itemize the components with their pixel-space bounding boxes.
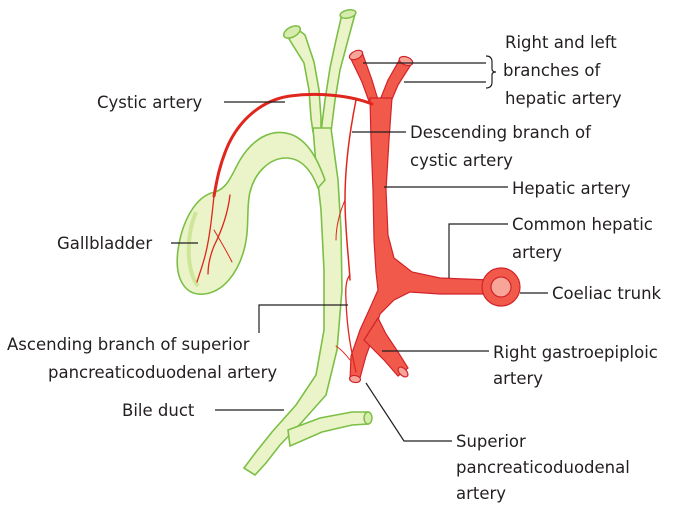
label-ascending-branch-line2: pancreaticoduodenal artery bbox=[48, 363, 277, 382]
biliary-system bbox=[177, 8, 372, 475]
coeliac-trunk-lumen bbox=[491, 277, 511, 297]
label-coeliac-trunk: Coeliac trunk bbox=[552, 284, 662, 303]
label-right-left-branches-line3: hepatic artery bbox=[505, 89, 622, 108]
label-hepatic-artery: Hepatic artery bbox=[512, 179, 631, 198]
label-descending-branch-line2: cystic artery bbox=[410, 151, 513, 170]
label-right-left-branches-line1: Right and left bbox=[505, 33, 617, 52]
label-superior-pd-line2: pancreaticoduodenal bbox=[456, 458, 630, 477]
ascending-branch-twig bbox=[336, 346, 350, 360]
right-hepatic-duct bbox=[286, 28, 321, 132]
label-cystic-artery: Cystic artery bbox=[97, 93, 203, 112]
label-right-gastroepiploic-line2: artery bbox=[493, 369, 543, 388]
pancreatic-duct-opening bbox=[364, 412, 372, 424]
gallbladder bbox=[177, 132, 325, 294]
descending-branch bbox=[345, 100, 356, 280]
label-common-hepatic-line1: Common hepatic bbox=[512, 215, 653, 234]
label-descending-branch-line1: Descending branch of bbox=[410, 123, 592, 142]
label-gallbladder: Gallbladder bbox=[57, 234, 152, 253]
brace bbox=[486, 56, 496, 88]
label-bile-duct: Bile duct bbox=[122, 401, 195, 420]
leader-superior-pd bbox=[366, 383, 452, 441]
label-ascending-branch-line1: Ascending branch of superior bbox=[7, 335, 250, 354]
label-superior-pd-line1: Superior bbox=[456, 432, 526, 451]
label-superior-pd-line3: artery bbox=[456, 484, 506, 503]
label-right-left-branches-line2: branches of bbox=[503, 61, 601, 80]
left-hepatic-duct bbox=[321, 14, 355, 132]
label-right-gastroepiploic-line1: Right gastroepiploic bbox=[493, 343, 658, 362]
label-common-hepatic-line2: artery bbox=[512, 243, 562, 262]
